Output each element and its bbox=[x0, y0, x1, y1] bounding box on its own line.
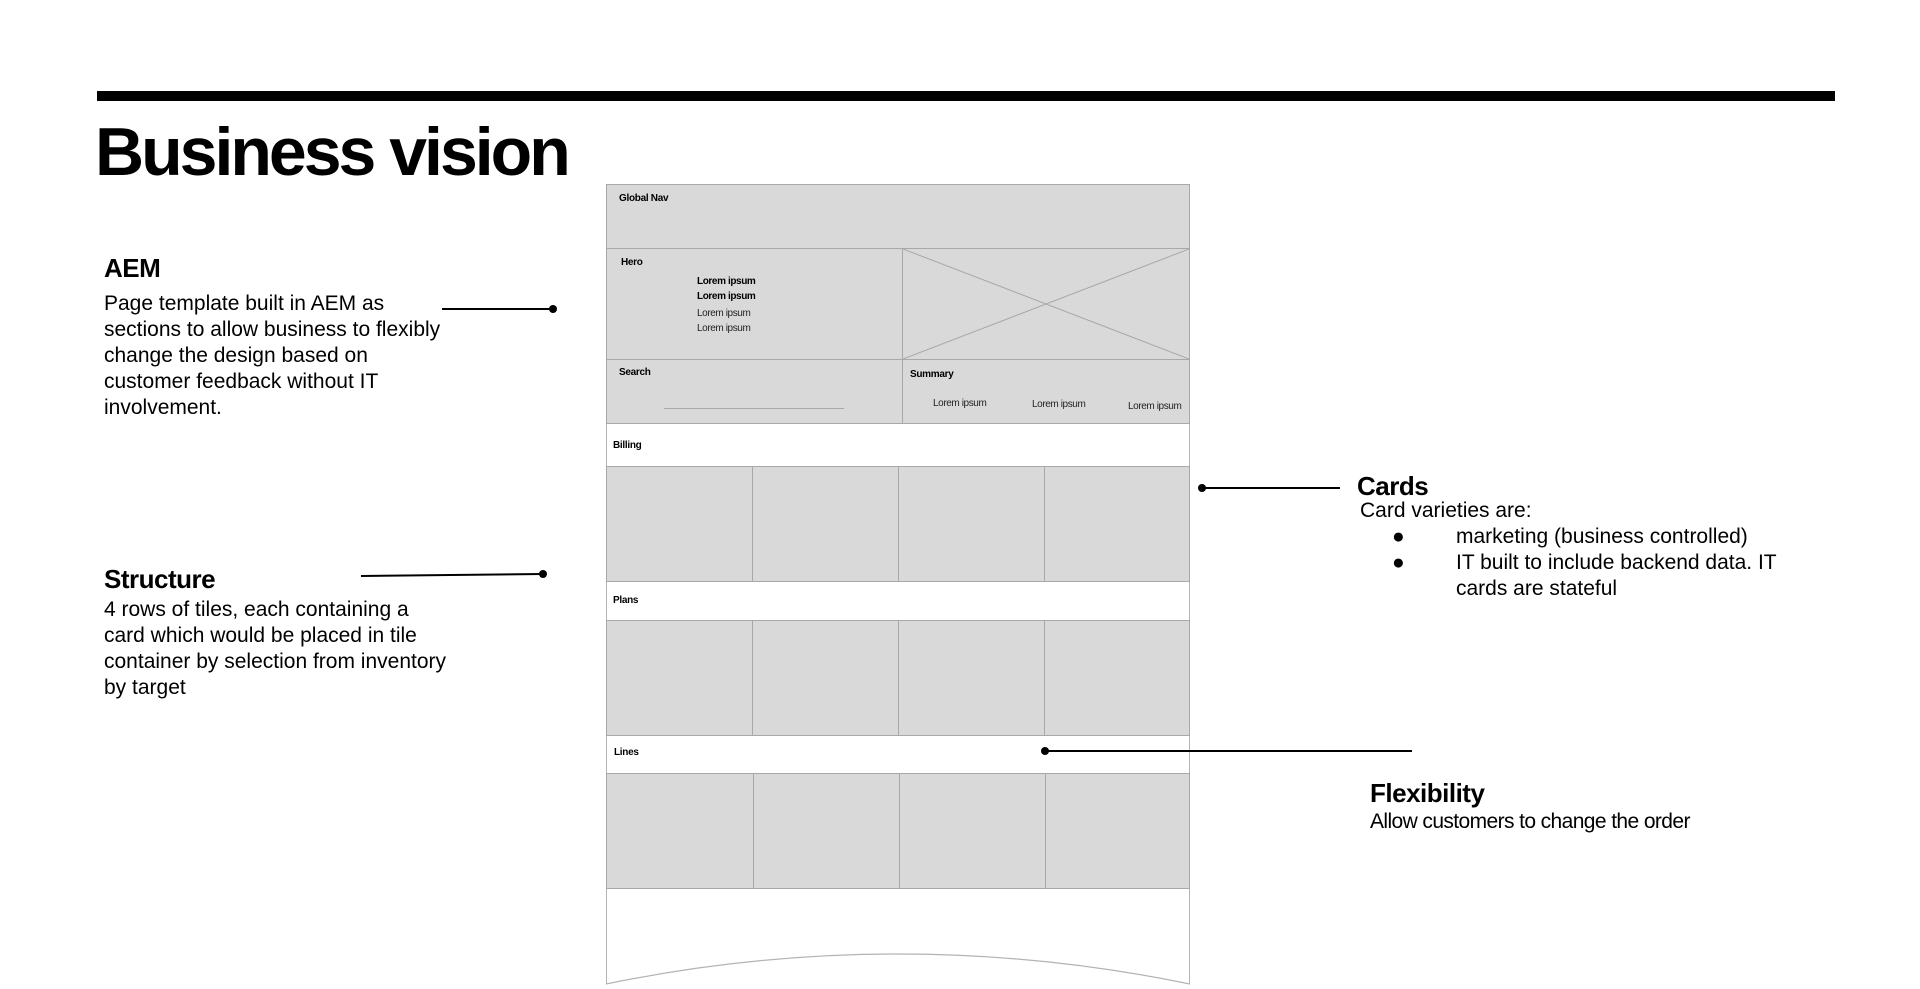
global-nav-label: Global Nav bbox=[619, 193, 669, 204]
lines-label: Lines bbox=[614, 747, 639, 758]
page-title: Business vision bbox=[95, 114, 571, 190]
flexibility-body: Allow customers to change the order bbox=[1370, 810, 1690, 833]
image-placeholder-icon bbox=[903, 249, 1189, 359]
plans-tile-row bbox=[606, 620, 1190, 736]
tile bbox=[899, 773, 1046, 889]
summary-item: Lorem ipsum bbox=[1032, 399, 1086, 410]
tile bbox=[752, 620, 899, 736]
structure-body: 4 rows of tiles, each containing a card … bbox=[104, 598, 446, 699]
search-block: Search bbox=[606, 359, 903, 424]
cards-heading: Cards bbox=[1357, 471, 1429, 501]
tile bbox=[1044, 620, 1190, 736]
cards-bullet-item: ●marketing (business controlled) bbox=[1392, 525, 1748, 548]
structure-connector bbox=[360, 570, 547, 578]
tile bbox=[606, 773, 754, 889]
cards-connector bbox=[1198, 484, 1340, 492]
tile bbox=[753, 773, 900, 889]
aem-connector bbox=[442, 305, 557, 313]
tile bbox=[898, 620, 1045, 736]
lines-tile-row bbox=[606, 773, 1190, 889]
plans-label: Plans bbox=[613, 595, 639, 606]
summary-item: Lorem ipsum bbox=[1128, 401, 1182, 412]
tile bbox=[898, 466, 1045, 582]
tile bbox=[1044, 466, 1190, 582]
hero-line: Lorem ipsum bbox=[697, 276, 756, 287]
search-input-line bbox=[664, 408, 844, 409]
top-divider bbox=[97, 91, 1835, 101]
hero-line: Lorem ipsum bbox=[697, 308, 751, 319]
flexibility-heading: Flexibility bbox=[1370, 778, 1485, 808]
hero-line: Lorem ipsum bbox=[697, 323, 751, 334]
summary-block: Summary Lorem ipsum Lorem ipsum Lorem ip… bbox=[902, 359, 1190, 424]
hero-image-placeholder bbox=[902, 248, 1190, 360]
aem-heading: AEM bbox=[104, 253, 161, 283]
hero-block: Hero Lorem ipsum Lorem ipsum Lorem ipsum… bbox=[606, 248, 903, 360]
tile bbox=[752, 466, 899, 582]
cards-bullet-list: ●marketing (business controlled) ●IT bui… bbox=[1360, 524, 1840, 602]
cards-bullet-item: ●IT built to include backend data. IT ca… bbox=[1392, 551, 1777, 600]
tile bbox=[606, 620, 753, 736]
billing-tile-row bbox=[606, 466, 1190, 582]
global-nav-block: Global Nav bbox=[606, 184, 1190, 249]
aem-body: Page template built in AEM as sections t… bbox=[104, 292, 441, 419]
structure-heading: Structure bbox=[104, 564, 216, 594]
billing-label: Billing bbox=[613, 440, 642, 451]
hero-label: Hero bbox=[621, 257, 643, 268]
summary-label: Summary bbox=[910, 369, 954, 380]
tile bbox=[606, 466, 753, 582]
hero-line: Lorem ipsum bbox=[697, 291, 756, 302]
page-wireframe: Global Nav Hero Lorem ipsum Lorem ipsum … bbox=[606, 184, 1190, 989]
cards-intro: Card varieties are: bbox=[1360, 499, 1532, 522]
search-label: Search bbox=[619, 367, 651, 378]
summary-item: Lorem ipsum bbox=[933, 398, 987, 409]
tile bbox=[1045, 773, 1190, 889]
